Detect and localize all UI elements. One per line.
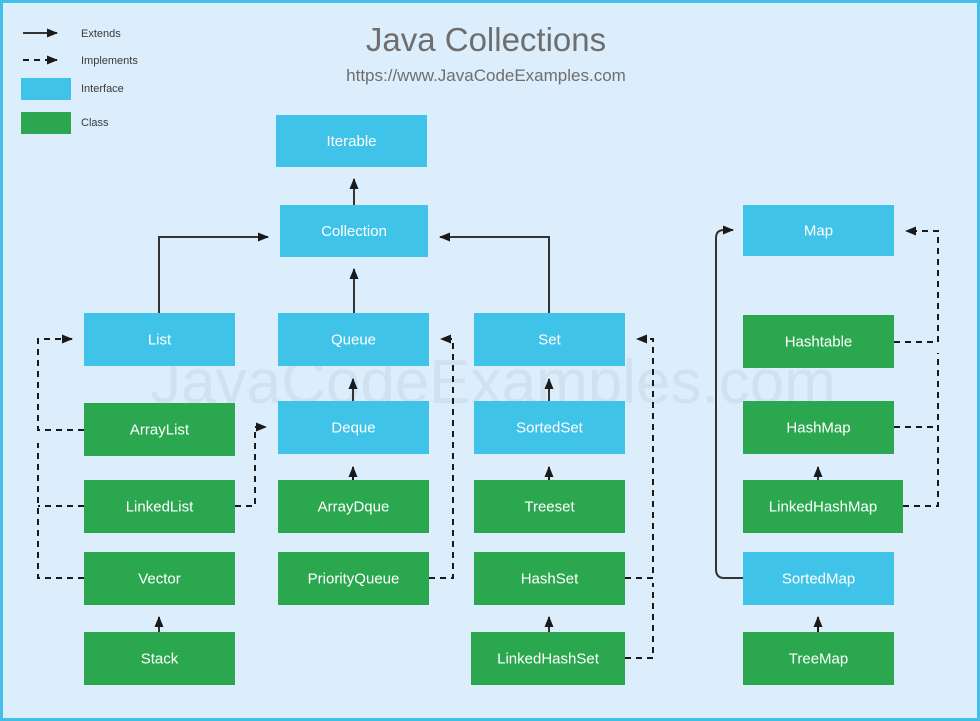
node-label-deque: Deque <box>331 419 375 436</box>
node-label-linkedhashmap: LinkedHashMap <box>769 498 877 515</box>
node-box-priorityqueue[interactable] <box>278 552 429 605</box>
node-box-linkedhashset[interactable] <box>471 632 625 685</box>
edge-linkedhashset-set <box>625 583 654 659</box>
legend: Extends Implements Interface Class <box>21 28 138 134</box>
node-label-sortedmap: SortedMap <box>782 570 855 587</box>
edge-arraylist-list <box>37 334 84 431</box>
node-label-map: Map <box>804 222 833 239</box>
node-label-linkedhashset: LinkedHashSet <box>497 650 600 667</box>
edge-hashtable-map <box>894 226 939 343</box>
node-box-arraydque[interactable] <box>278 480 429 533</box>
node-box-queue[interactable] <box>278 313 429 366</box>
node-box-hashtable[interactable] <box>743 315 894 368</box>
node-queue[interactable]: Queue <box>278 313 429 366</box>
node-label-sortedset: SortedSet <box>516 419 584 436</box>
edge-sortedmap-map <box>715 225 743 579</box>
edge-list-collection <box>158 232 269 313</box>
interface-swatch-icon <box>21 78 71 100</box>
node-box-stack[interactable] <box>84 632 235 685</box>
legend-item-interface: Interface <box>21 78 124 100</box>
edge-vector-list <box>37 443 84 579</box>
node-label-queue: Queue <box>331 331 376 348</box>
node-box-arraylist[interactable] <box>84 403 235 456</box>
node-label-arraylist: ArrayList <box>130 421 190 438</box>
node-label-iterable: Iterable <box>326 133 376 150</box>
node-label-arraydque: ArrayDque <box>318 498 390 515</box>
legend-label-extends: Extends <box>81 28 121 40</box>
node-hashtable[interactable]: Hashtable <box>743 315 894 368</box>
page-title: Java Collections <box>366 21 606 58</box>
node-linkedhashmap[interactable]: LinkedHashMap <box>743 480 903 533</box>
node-box-vector[interactable] <box>84 552 235 605</box>
node-box-deque[interactable] <box>278 401 429 454</box>
node-label-hashtable: Hashtable <box>785 333 853 350</box>
node-linkedlist[interactable]: LinkedList <box>84 480 235 533</box>
node-linkedhashset[interactable]: LinkedHashSet <box>471 632 625 685</box>
node-label-set: Set <box>538 331 561 348</box>
node-set[interactable]: Set <box>474 313 625 366</box>
node-list[interactable]: List <box>84 313 235 366</box>
node-label-linkedlist: LinkedList <box>126 498 194 515</box>
node-hashmap[interactable]: HashMap <box>743 401 894 454</box>
node-box-iterable[interactable] <box>276 115 427 167</box>
node-sortedset[interactable]: SortedSet <box>474 401 625 454</box>
node-label-priorityqueue: PriorityQueue <box>308 570 400 587</box>
node-label-hashmap: HashMap <box>786 419 850 436</box>
node-stack[interactable]: Stack <box>84 632 235 685</box>
node-vector[interactable]: Vector <box>84 552 235 605</box>
node-box-linkedlist[interactable] <box>84 480 235 533</box>
node-label-hashset: HashSet <box>521 570 579 587</box>
legend-label-implements: Implements <box>81 55 138 67</box>
node-box-hashset[interactable] <box>474 552 625 605</box>
edge-priorityqueue-queue <box>429 334 454 579</box>
java-collections-diagram: JavaCodeExamples.com Java Collections ht… <box>21 21 939 685</box>
edge-set-collection <box>439 232 550 313</box>
node-box-treeset[interactable] <box>474 480 625 533</box>
edge-linkedhashmap-map <box>903 353 939 507</box>
node-arraydque[interactable]: ArrayDque <box>278 480 429 533</box>
node-label-stack: Stack <box>141 650 179 667</box>
node-arraylist[interactable]: ArrayList <box>84 403 235 456</box>
node-deque[interactable]: Deque <box>278 401 429 454</box>
node-label-list: List <box>148 331 172 348</box>
node-label-treeset: Treeset <box>524 498 575 515</box>
node-box-sortedset[interactable] <box>474 401 625 454</box>
legend-label-class: Class <box>81 117 109 129</box>
node-box-hashmap[interactable] <box>743 401 894 454</box>
edge-linkedlist-deque <box>235 422 267 507</box>
legend-item-implements: Implements <box>23 55 138 67</box>
node-hashset[interactable]: HashSet <box>474 552 625 605</box>
node-box-list[interactable] <box>84 313 235 366</box>
node-priorityqueue[interactable]: PriorityQueue <box>278 552 429 605</box>
node-box-linkedhashmap[interactable] <box>743 480 903 533</box>
page-subtitle: https://www.JavaCodeExamples.com <box>346 66 626 85</box>
node-box-sortedmap[interactable] <box>743 552 894 605</box>
legend-label-interface: Interface <box>81 83 124 95</box>
node-sortedmap[interactable]: SortedMap <box>743 552 894 605</box>
node-iterable[interactable]: Iterable <box>276 115 427 167</box>
node-map[interactable]: Map <box>743 205 894 256</box>
node-box-map[interactable] <box>743 205 894 256</box>
node-box-collection[interactable] <box>280 205 428 257</box>
edge-hashset-set <box>625 334 654 579</box>
node-label-vector: Vector <box>138 570 181 587</box>
node-treeset[interactable]: Treeset <box>474 480 625 533</box>
node-label-treemap: TreeMap <box>789 650 848 667</box>
legend-item-extends: Extends <box>23 28 121 40</box>
node-box-set[interactable] <box>474 313 625 366</box>
edge-layer <box>37 178 939 659</box>
node-label-collection: Collection <box>321 223 387 240</box>
legend-item-class: Class <box>21 112 109 134</box>
class-swatch-icon <box>21 112 71 134</box>
node-box-treemap[interactable] <box>743 632 894 685</box>
node-collection[interactable]: Collection <box>280 205 428 257</box>
node-treemap[interactable]: TreeMap <box>743 632 894 685</box>
